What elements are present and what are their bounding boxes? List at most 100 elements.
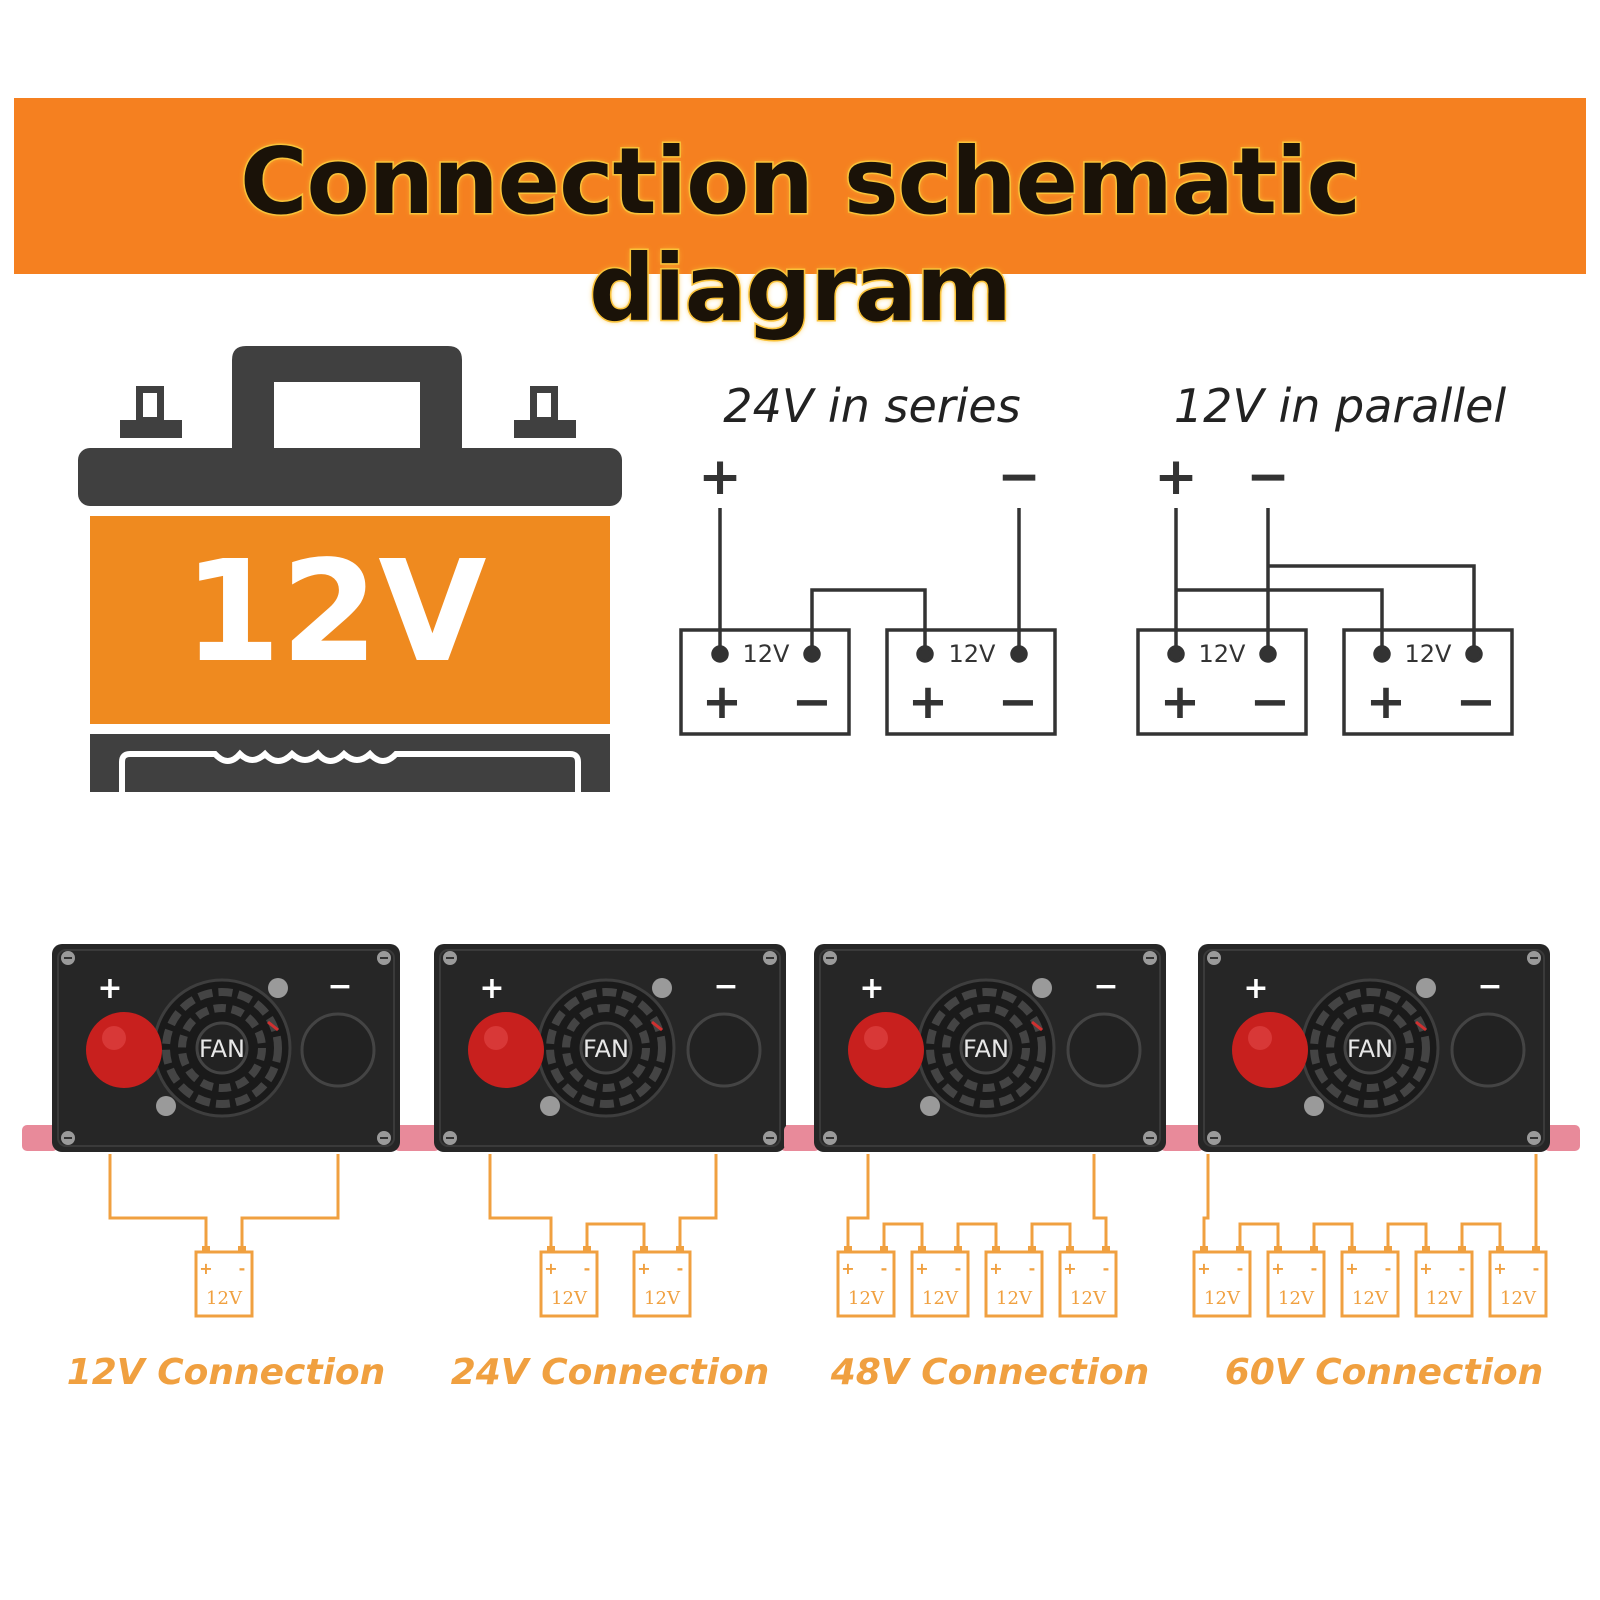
small-battery-plus: + <box>1063 1259 1076 1278</box>
title-banner: Connection schematic diagram <box>14 98 1586 344</box>
screw-icon <box>920 1096 940 1116</box>
small-battery-label: 12V <box>922 1288 959 1309</box>
series-battery-1-minus: − <box>792 674 832 730</box>
parallel-title: 12V in parallel <box>1174 379 1507 433</box>
small-battery-minus: - <box>1533 1259 1540 1278</box>
small-battery-label: 12V <box>1070 1288 1107 1309</box>
small-battery: + - 12V <box>1192 1246 1252 1318</box>
series-diagram: 24V in series + − 12V 12V + − + − <box>679 379 1057 736</box>
small-battery-minus: - <box>955 1259 962 1278</box>
parallel-battery-1-label: 12V <box>1199 640 1247 668</box>
small-battery-minus: - <box>239 1259 246 1278</box>
small-battery-label: 12V <box>1278 1288 1315 1309</box>
small-battery-label: 12V <box>1426 1288 1463 1309</box>
inverter-minus-label: − <box>713 969 738 1004</box>
small-battery-label: 12V <box>996 1288 1033 1309</box>
inverter-connection-2: + − FAN +-12V +-12V 24V Connection <box>404 944 816 1393</box>
positive-terminal-cap <box>1232 1012 1308 1088</box>
fan-icon: FAN <box>916 978 1056 1118</box>
small-battery-minus: - <box>1237 1259 1244 1278</box>
connection-label: 24V Connection <box>451 1352 770 1393</box>
small-battery: +-12V <box>632 1246 692 1318</box>
negative-terminal-cap <box>1066 1012 1142 1088</box>
screw-icon <box>1304 1096 1324 1116</box>
small-battery-minus: - <box>881 1259 888 1278</box>
inverter-plus-label: + <box>479 971 504 1006</box>
series-battery-1-plus: + <box>702 674 742 730</box>
small-battery-plus: + <box>1419 1259 1432 1278</box>
inverter-plus-label: + <box>97 971 122 1006</box>
wire <box>846 1154 1108 1250</box>
fan-icon: FAN <box>536 978 676 1118</box>
small-battery: + - 12V <box>910 1246 970 1318</box>
mount-tab <box>784 1125 820 1151</box>
series-title: 24V in series <box>723 379 1020 433</box>
battery-icon: 12V <box>78 346 622 792</box>
screw-icon <box>1416 978 1436 998</box>
screw-icon <box>540 1096 560 1116</box>
small-battery: +-12V <box>836 1246 896 1318</box>
small-battery-minus: - <box>1385 1259 1392 1278</box>
parallel-battery-1-plus: + <box>1160 674 1200 730</box>
series-battery-2-plus: + <box>908 674 948 730</box>
small-battery-plus: + <box>915 1259 928 1278</box>
small-battery: +-12V <box>984 1246 1044 1318</box>
parallel-battery-2-minus: − <box>1456 674 1496 730</box>
fan-label: FAN <box>199 1035 245 1063</box>
inverter-plus-label: + <box>1243 971 1268 1006</box>
positive-terminal-cap <box>86 1012 162 1088</box>
small-battery: +-12V <box>1340 1246 1400 1318</box>
wire <box>488 1154 718 1250</box>
positive-terminal-cap <box>468 1012 544 1088</box>
page-title: Connection schematic diagram <box>238 127 1362 344</box>
series-battery-2-minus: − <box>998 674 1038 730</box>
wire <box>1202 1154 1538 1250</box>
inverter-plus-label: + <box>859 971 884 1006</box>
parallel-diagram: 12V in parallel + − 12V 12V + − + − <box>1136 379 1514 736</box>
connection-label: 12V Connection <box>67 1352 386 1393</box>
small-battery: + - 12V <box>1058 1246 1118 1318</box>
small-battery-minus: - <box>1029 1259 1036 1278</box>
wire <box>108 1154 340 1250</box>
connection-label: 60V Connection <box>1225 1352 1544 1393</box>
small-battery-label: 12V <box>848 1288 885 1309</box>
fan-icon: FAN <box>1300 978 1440 1118</box>
connection-label: 48V Connection <box>830 1352 1150 1393</box>
mount-tab <box>404 1125 440 1151</box>
small-battery-plus: + <box>1493 1259 1506 1278</box>
small-battery-minus: - <box>1459 1259 1466 1278</box>
small-battery-plus: + <box>1271 1259 1284 1278</box>
mount-tab <box>22 1125 58 1151</box>
parallel-battery-2-label: 12V <box>1405 640 1453 668</box>
small-battery-plus: + <box>637 1259 650 1278</box>
parallel-battery-2-plus: + <box>1366 674 1406 730</box>
small-battery-minus: - <box>1103 1259 1110 1278</box>
inverter-minus-label: − <box>1093 969 1118 1004</box>
screw-icon <box>1032 978 1052 998</box>
series-battery-1-label: 12V <box>743 640 791 668</box>
series-minus: − <box>997 447 1041 507</box>
parallel-battery-1-minus: − <box>1250 674 1290 730</box>
small-battery: +-12V <box>1488 1246 1548 1318</box>
small-battery-label: 12V <box>551 1288 588 1309</box>
screw-icon <box>652 978 672 998</box>
small-battery: +-12V <box>539 1246 599 1318</box>
negative-terminal-cap <box>1450 1012 1526 1088</box>
negative-terminal-cap <box>686 1012 762 1088</box>
small-battery: +-12V <box>1266 1246 1326 1318</box>
inverter-minus-label: − <box>327 969 352 1004</box>
series-battery-2-label: 12V <box>949 640 997 668</box>
small-battery-label: 12V <box>644 1288 681 1309</box>
small-battery-plus: + <box>1197 1259 1210 1278</box>
negative-terminal-cap <box>300 1012 376 1088</box>
small-battery-plus: + <box>199 1259 212 1278</box>
fan-label: FAN <box>963 1035 1009 1063</box>
parallel-plus: + <box>1154 447 1198 507</box>
mount-tab <box>1544 1125 1580 1151</box>
screw-icon <box>268 978 288 998</box>
small-battery-label: 12V <box>1204 1288 1241 1309</box>
